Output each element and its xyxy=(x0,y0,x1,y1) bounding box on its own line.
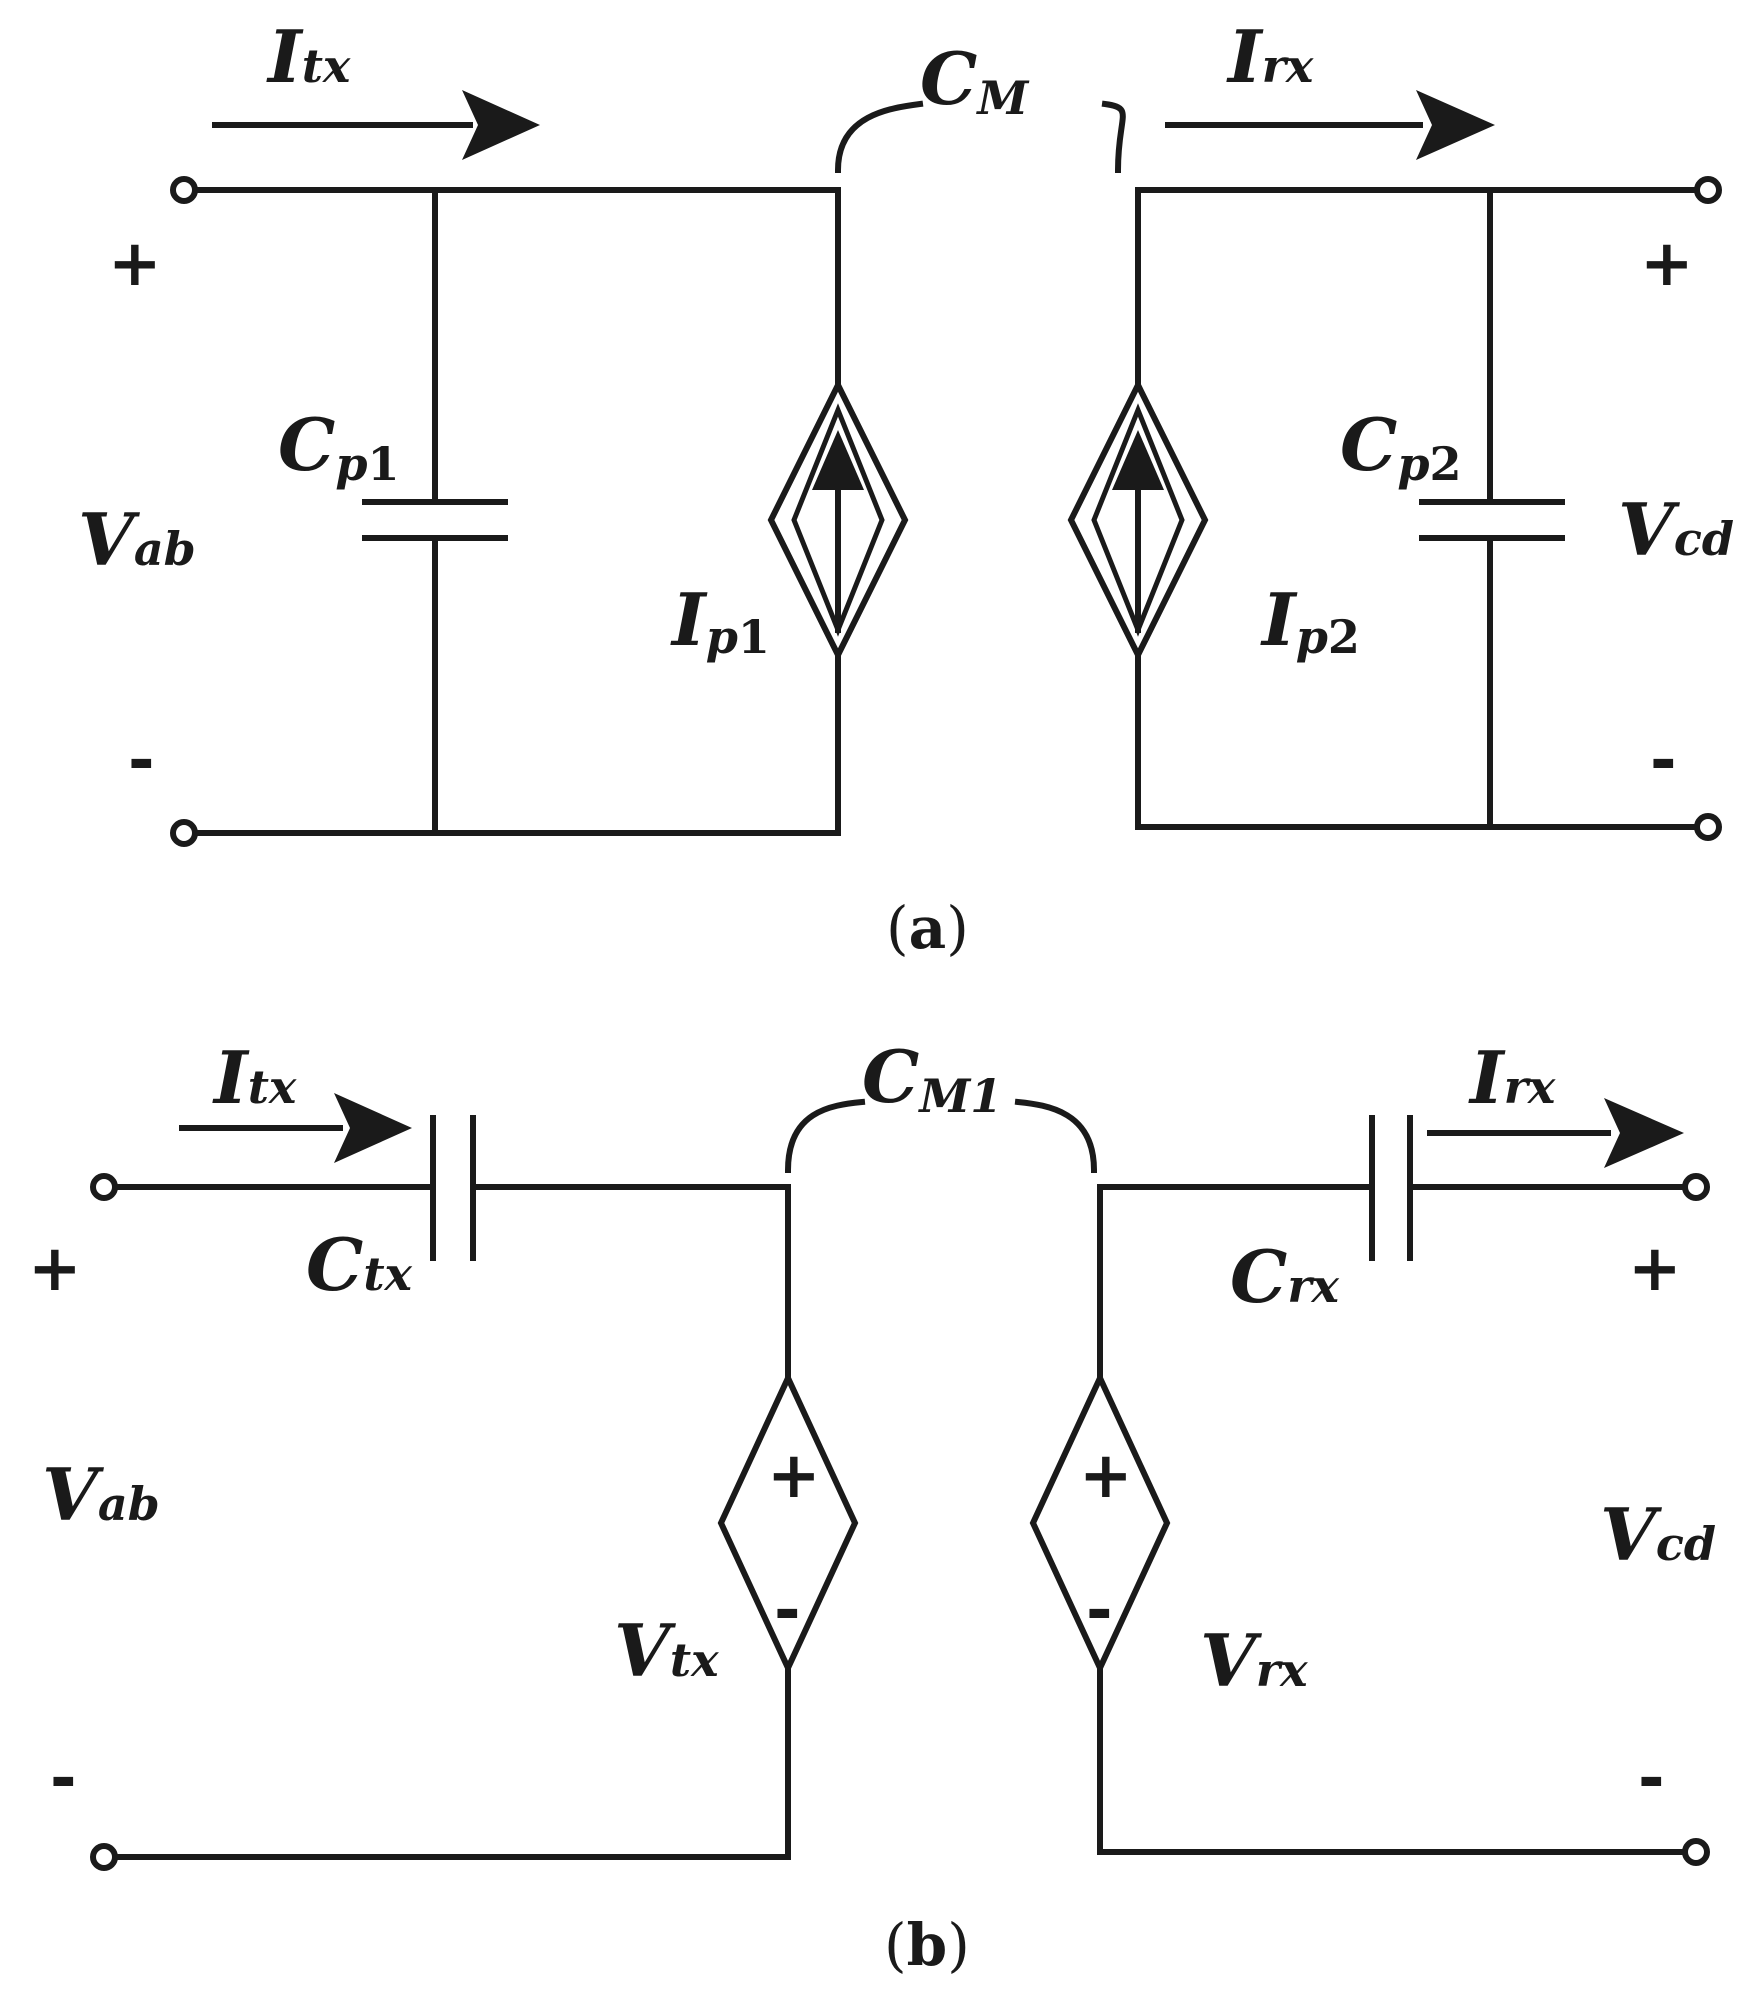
voltage-source-vrx: + - xyxy=(1029,1370,1171,1676)
panel-b-top-left-wire xyxy=(101,1184,791,1381)
panel-b-bottom-left-wire xyxy=(101,1665,791,1860)
label-b-vcd: Vcd xyxy=(1600,1492,1716,1577)
sign-b-right-minus: - xyxy=(1638,1742,1665,1816)
label-b-irx: Irx xyxy=(1468,1035,1556,1120)
sign-b-right-plus: + xyxy=(1628,1232,1682,1306)
panel-b-cm1-arc xyxy=(784,1098,1098,1174)
terminal-b-top-right xyxy=(1682,1173,1710,1201)
panel-b: + - + - Itx Irx CM1 Ctx Crx Vtx xyxy=(28,1034,1716,1979)
label-a-ip2: Ip2 xyxy=(1260,577,1360,664)
vtx-plus-icon: + xyxy=(767,1439,821,1513)
label-a-cm: CM xyxy=(920,36,1030,125)
panel-a: Itx Irx CM Cp1 Cp2 Ip1 Ip2 Vab Vcd + - +… xyxy=(78,14,1734,962)
vrx-minus-icon: - xyxy=(1086,1574,1113,1648)
label-a-irx: Irx xyxy=(1226,14,1314,99)
label-b-vrx: Vrx xyxy=(1200,1618,1308,1703)
terminal-a-bottom-right xyxy=(1694,813,1722,841)
label-a-itx: Itx xyxy=(266,14,351,99)
current-source-ip1 xyxy=(767,378,909,662)
panel-a-top-right-wire xyxy=(1135,187,1711,388)
terminal-a-top-left xyxy=(170,176,198,204)
label-a-cp1: Cp1 xyxy=(278,402,400,491)
label-a-cp2: Cp2 xyxy=(1340,402,1462,491)
current-source-ip2 xyxy=(1067,378,1209,662)
sign-a-left-plus: + xyxy=(108,227,162,301)
panel-a-itx-arrow-icon xyxy=(212,90,540,160)
panel-a-cm-arc xyxy=(834,100,1126,174)
capacitor-crx xyxy=(1369,1115,1413,1261)
label-a-ip1: Ip1 xyxy=(670,577,770,664)
panel-a-bottom-right-wire xyxy=(1135,652,1711,830)
terminal-b-top-left xyxy=(90,1173,118,1201)
label-a-vab: Vab xyxy=(78,497,196,582)
sign-a-left-minus: - xyxy=(128,724,155,798)
sign-a-right-minus: - xyxy=(1650,724,1677,798)
panel-b-top-right-wire xyxy=(1097,1184,1699,1381)
label-b-crx: Crx xyxy=(1230,1234,1340,1319)
sign-b-left-minus: - xyxy=(50,1742,77,1816)
vrx-plus-icon: + xyxy=(1079,1439,1133,1513)
label-b-ctx: Ctx xyxy=(306,1222,413,1307)
label-b-cm1: CM1 xyxy=(862,1034,1002,1123)
panel-a-top-left-wire xyxy=(191,187,841,388)
panel-b-irx-arrow-icon xyxy=(1427,1098,1684,1168)
caption-a: (a) xyxy=(886,894,969,962)
panel-a-bottom-left-wire xyxy=(191,652,841,836)
label-b-itx: Itx xyxy=(212,1035,297,1120)
voltage-source-vtx: + - xyxy=(717,1370,859,1676)
terminal-b-bottom-left xyxy=(90,1843,118,1871)
panel-b-itx-arrow-icon xyxy=(179,1093,412,1163)
sign-a-right-plus: + xyxy=(1640,227,1694,301)
panel-b-bottom-right-wire xyxy=(1097,1665,1699,1855)
terminal-a-top-right xyxy=(1694,176,1722,204)
panel-a-irx-arrow-icon xyxy=(1165,90,1495,160)
label-b-vtx: Vtx xyxy=(614,1608,719,1693)
label-b-vab: Vab xyxy=(42,1452,160,1537)
caption-b: (b) xyxy=(884,1911,970,1979)
label-a-vcd: Vcd xyxy=(1618,487,1734,572)
capacitor-ctx xyxy=(430,1115,476,1261)
capacitor-cp2 xyxy=(1419,499,1565,541)
terminal-a-bottom-left xyxy=(170,819,198,847)
terminal-b-bottom-right xyxy=(1682,1838,1710,1866)
sign-b-left-plus: + xyxy=(28,1232,82,1306)
vtx-minus-icon: - xyxy=(774,1574,801,1648)
capacitor-cp1 xyxy=(362,499,508,541)
